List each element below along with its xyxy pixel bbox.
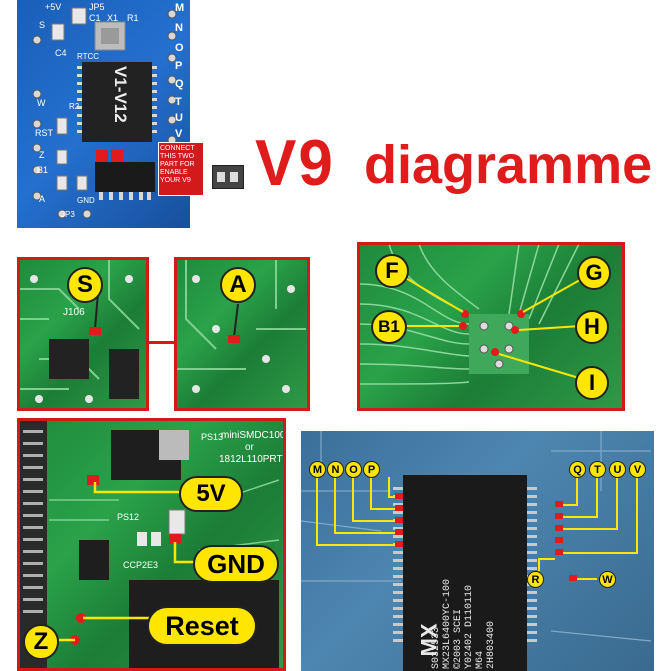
chip-line: ©2003 SCEI <box>453 499 464 669</box>
chip-line: MX23L6400YC-100 <box>442 499 453 669</box>
panel-a-frame <box>174 257 310 411</box>
label-gnd: GND <box>77 196 95 205</box>
label-q: Q <box>175 78 184 90</box>
title-subtitle: diagramme <box>364 134 652 196</box>
pin-label-t: T <box>589 461 606 478</box>
chip-line: 2H803400 <box>486 499 497 669</box>
pin-label-w: W <box>599 571 616 588</box>
chip-line: M64 <box>475 499 486 669</box>
chip-line: Y02402 D110110 <box>464 499 475 669</box>
label-b1: B1 <box>37 165 48 175</box>
connect-note-line: ENABLE <box>160 169 202 177</box>
label-p: P <box>175 60 182 72</box>
pin-label-n: N <box>327 461 344 478</box>
label-a: A <box>39 194 45 204</box>
pin-label-v: V <box>629 461 646 478</box>
label-c1: C1 <box>89 13 101 23</box>
label-r2: R2 <box>69 102 79 111</box>
panel-fghi-frame <box>357 242 625 411</box>
chip-brand: MX <box>417 624 443 657</box>
panel-power-frame <box>17 418 286 671</box>
jumper-connector <box>212 165 244 189</box>
label-n: N <box>175 22 183 34</box>
label-c4: C4 <box>55 48 67 58</box>
label-rst: RST <box>35 128 53 138</box>
connect-note-line: THIS TWO <box>160 153 202 161</box>
pin-label-o: O <box>345 461 362 478</box>
label-plus5v: +5V <box>45 2 61 12</box>
label-rtcc: RTCC <box>77 52 99 61</box>
connector-line <box>149 341 174 344</box>
pin-label-q: Q <box>569 461 586 478</box>
connect-note-line: CONNECT <box>160 145 202 153</box>
label-jp5: JP5 <box>89 2 105 12</box>
label-x1: X1 <box>107 13 118 23</box>
label-o: O <box>175 42 184 54</box>
panel-s-frame <box>17 257 149 411</box>
label-s: S <box>39 20 45 30</box>
connect-note-line: YOUR V9 <box>160 177 202 185</box>
label-z: Z <box>39 150 45 160</box>
pin-label-u: U <box>609 461 626 478</box>
label-u: U <box>175 112 183 124</box>
label-v: V <box>175 128 182 140</box>
label-m: M <box>175 2 184 14</box>
panel-ic: S032533 MX23L6400YC-100 ©2003 SCEI Y0240… <box>301 431 654 671</box>
connect-note: CONNECT THIS TWO PART FOR ENABLE YOUR V9 <box>158 142 204 196</box>
connect-note-line: PART FOR <box>160 161 202 169</box>
label-jp3: JP3 <box>61 210 75 219</box>
title-version: V9 <box>255 126 335 201</box>
pin-label-p: P <box>363 461 380 478</box>
label-w: W <box>37 98 46 108</box>
pin-label-r: R <box>527 571 544 588</box>
pin-label-m: M <box>309 461 326 478</box>
label-r1: R1 <box>127 13 139 23</box>
label-t: T <box>175 96 182 108</box>
